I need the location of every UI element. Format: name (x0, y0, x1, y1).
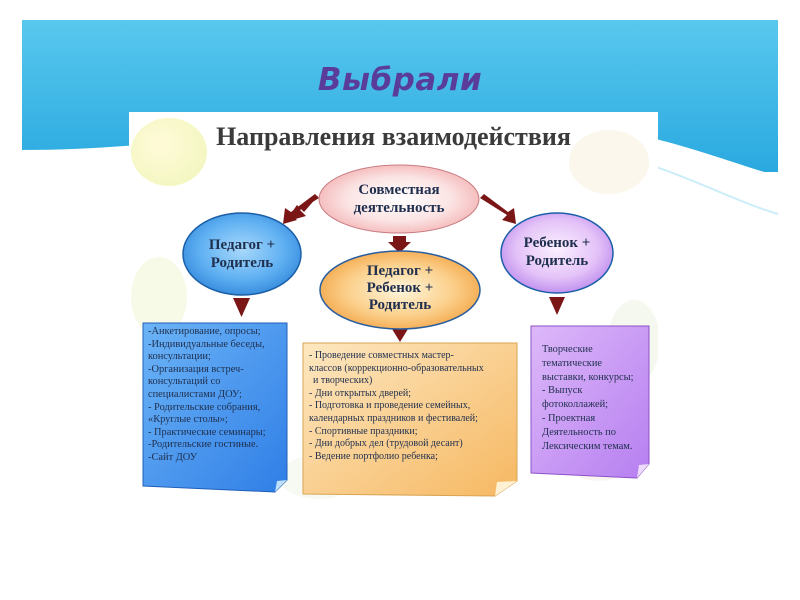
left-card-line: -Организация встреч- (148, 363, 244, 375)
right-card-line: Лексическим темам. (542, 440, 633, 452)
left-card-line: -Анкетирование, опросы; (148, 326, 261, 337)
center-node-line: деятельность (353, 200, 445, 216)
arrow-down-left-icon (283, 194, 319, 224)
left-node-line: Родитель (210, 255, 274, 271)
left-node (182, 212, 302, 296)
center-node-label: Совместная деятельность (319, 181, 479, 217)
right-card-line: Деятельность по (542, 426, 616, 438)
diagram-heading: Направления взаимодействия (216, 122, 571, 151)
middle-card-line: календарных праздников и фестивалей; (309, 412, 478, 424)
middle-card-line: - Ведение портфолио ребенка; (309, 450, 438, 462)
arrow-down-icon (392, 329, 408, 342)
middle-card-line: - Проведение совместных мастер- (309, 350, 454, 361)
left-card-line: - Родительские собрания, (148, 401, 261, 413)
center-node (318, 164, 480, 234)
middle-node-label: Педагог + Ребенок + Родитель (320, 263, 480, 314)
left-card-line: консультации; (148, 351, 211, 363)
middle-card-line: - Дни добрых дел (трудовой десант) (309, 438, 463, 450)
right-card-fold (637, 464, 649, 478)
right-card-text: Творческие тематические выставки, конкур… (537, 343, 634, 453)
left-card-line: -Родительские гостиные. (148, 439, 259, 451)
middle-card-line: - Спортивные праздники; (309, 425, 418, 437)
left-card-line: специалистами ДОУ; (148, 388, 242, 400)
left-card-text: -Анкетирование, опросы; -Индивидуальные … (148, 326, 266, 465)
middle-card-line: классов (коррекционно-образовательных (309, 362, 484, 374)
right-node-line: Ребенок + (523, 235, 591, 251)
arrow-down-right-icon (480, 194, 516, 224)
middle-card-line: - Подготовка и проведение семейных, (309, 400, 471, 412)
middle-node (319, 250, 481, 330)
right-node-label: Ребенок + Родитель (501, 234, 613, 270)
arrow-down-icon (549, 297, 565, 315)
middle-node-line: Ребенок + (366, 280, 434, 296)
center-node-line: Совместная (358, 182, 440, 198)
right-node-line: Родитель (525, 253, 589, 269)
middle-card-fold (495, 481, 517, 496)
background-balloon (131, 257, 187, 337)
right-card-line: фотоколлажей; (542, 399, 609, 411)
slide-title: Выбрали (317, 62, 483, 98)
left-card-line: -Сайт ДОУ (148, 451, 198, 463)
background-balloon (569, 130, 649, 194)
left-card-line: «Круглые столы»; (148, 414, 228, 426)
middle-node-line: Родитель (368, 297, 432, 313)
left-card-line: -Индивидуальные беседы, (148, 338, 265, 350)
left-node-line: Педагог + (208, 237, 276, 253)
left-card-line: консультаций со (148, 376, 221, 388)
middle-card-line: - Дни открытых дверей; (309, 387, 412, 399)
middle-node-line: Педагог + (366, 263, 434, 279)
right-card-line: выставки, конкурсы; (542, 371, 634, 383)
right-card-line: - Выпуск (542, 385, 583, 397)
diagram-panel: Направления взаимодействия Совместная де… (129, 112, 658, 509)
right-node (500, 212, 614, 294)
left-card-line: - Практические семинары; (148, 426, 266, 438)
background-balloon (131, 118, 207, 186)
right-card-line: тематические (542, 357, 603, 369)
middle-card-line: и творческих) (313, 375, 373, 387)
middle-card-text: - Проведение совместных мастер- классов … (309, 350, 484, 463)
left-card-fold (275, 480, 287, 492)
arrow-down-icon (388, 236, 411, 253)
arrow-down-icon (233, 298, 250, 317)
right-card-line: Творческие (542, 344, 593, 355)
right-card-line: - Проектная (542, 412, 596, 424)
left-node-label: Педагог + Родитель (183, 236, 301, 272)
